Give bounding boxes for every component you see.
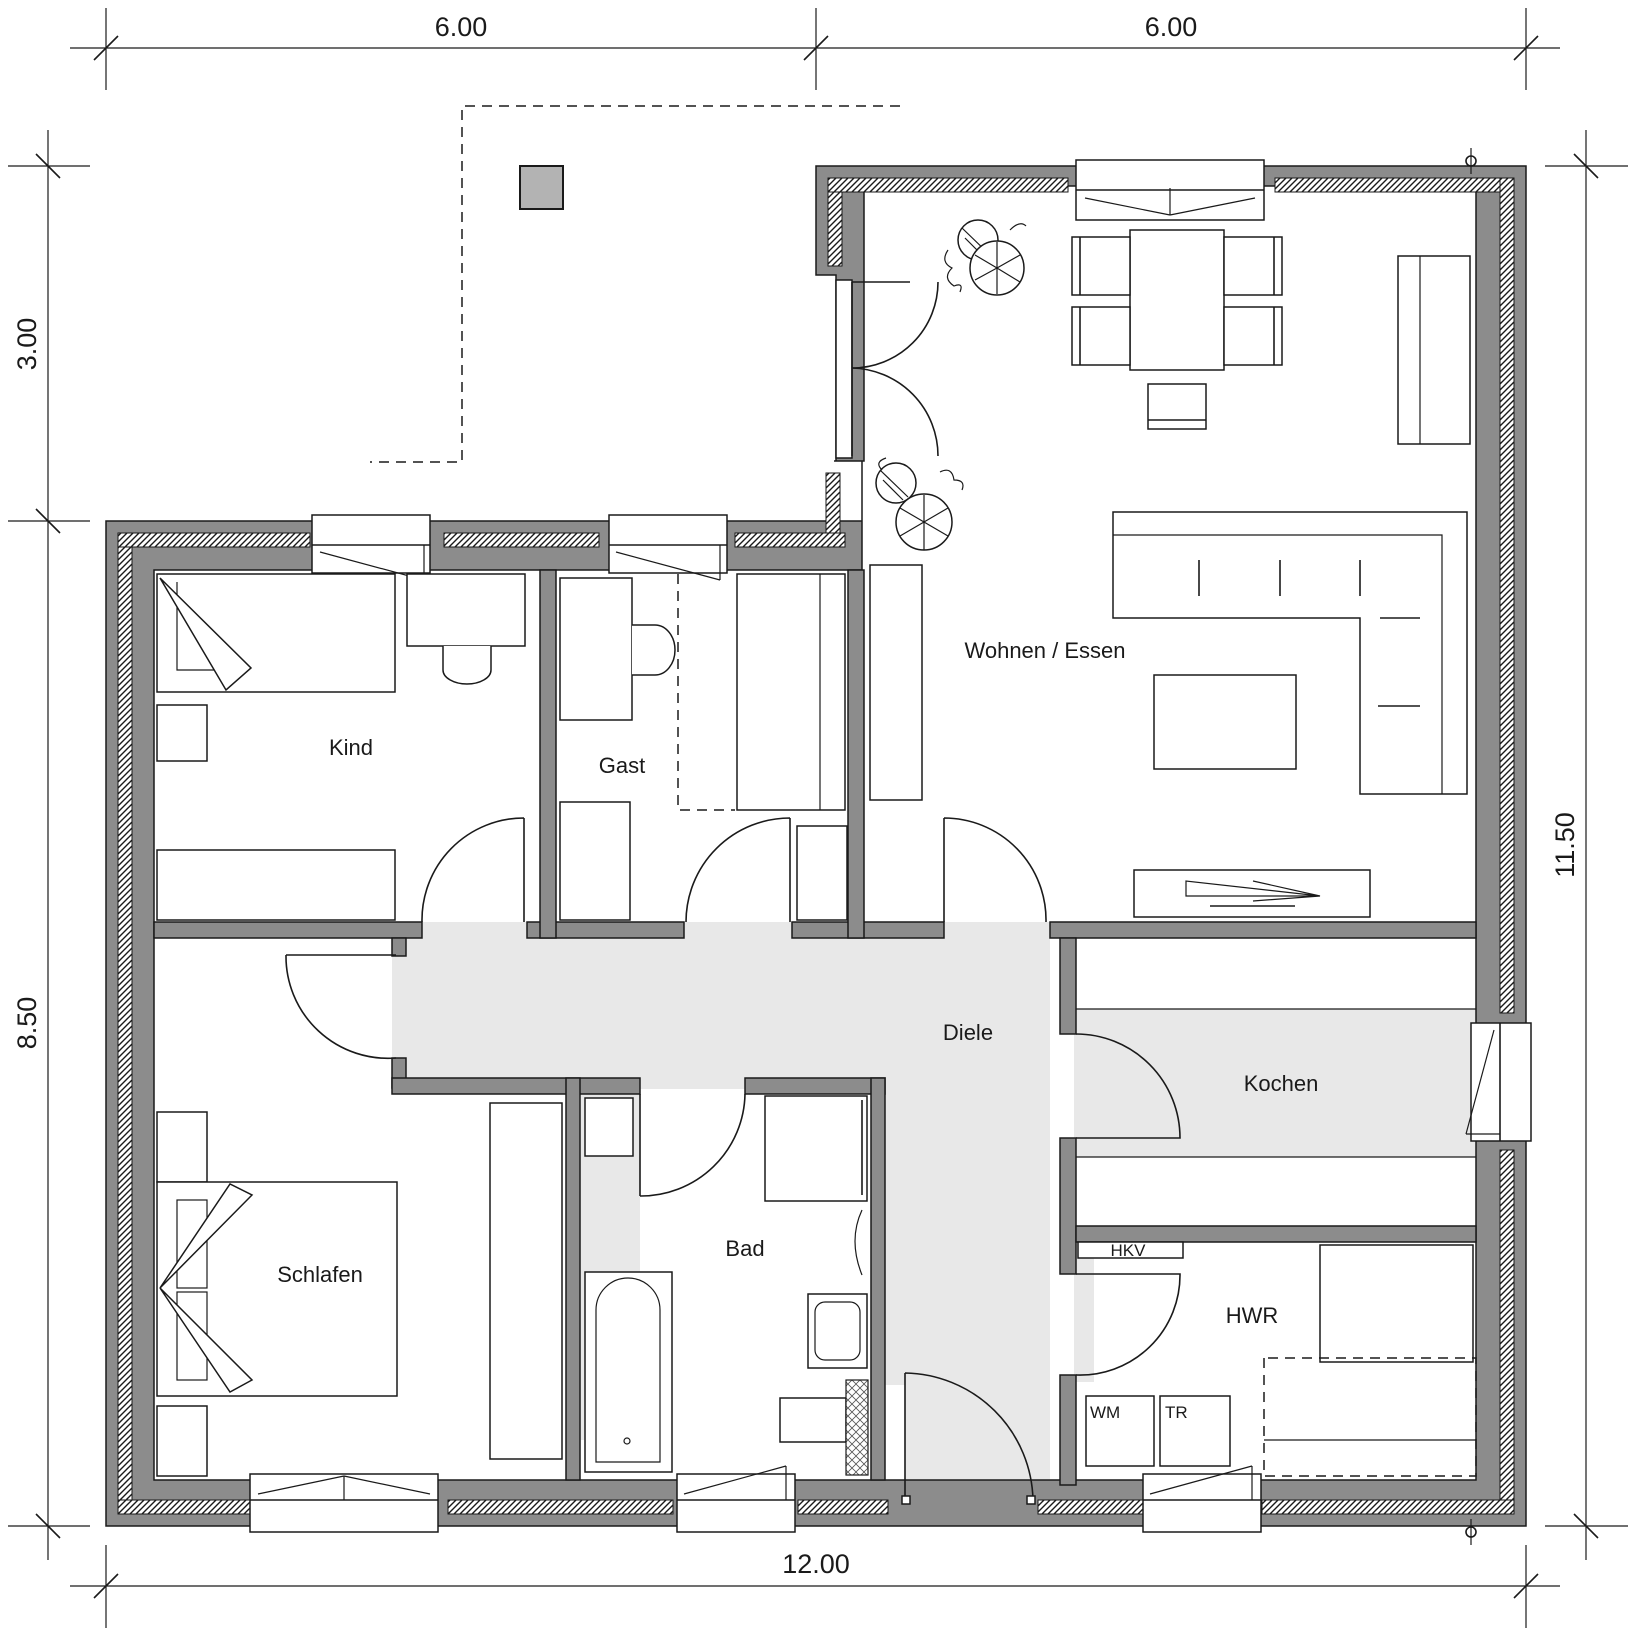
gast-chair — [632, 624, 676, 676]
wardrobe — [489, 1102, 563, 1460]
label-tr: TR — [1165, 1403, 1188, 1422]
room-label-schlafen: Schlafen — [277, 1262, 363, 1287]
terrace-outline — [370, 105, 900, 463]
bad-furniture — [584, 1095, 869, 1476]
sofa — [1112, 511, 1468, 795]
kind-desk — [406, 573, 526, 647]
window-wohnen-top — [1075, 159, 1265, 221]
sink — [807, 1293, 868, 1369]
room-label-hwr: HWR — [1226, 1303, 1279, 1328]
wohnen-furniture — [869, 219, 1471, 918]
hkv-box — [1077, 1241, 1184, 1259]
room-label-gast: Gast — [599, 753, 645, 778]
exterior-walls — [105, 165, 1527, 1527]
room-label-kochen: Kochen — [1244, 1071, 1319, 1096]
dimension-lines: 6.00 6.00 3.00 8.50 11.50 12.00 — [8, 8, 1628, 1628]
schlafen-furniture — [156, 1102, 563, 1477]
room-labels: Kind Gast Wohnen / Essen Diele Kochen Sc… — [277, 638, 1318, 1422]
room-label-diele: Diele — [943, 1020, 993, 1045]
plant-icon — [875, 457, 964, 551]
window-bad — [676, 1465, 796, 1533]
window-gast — [608, 514, 728, 581]
kind-nightstand — [156, 704, 208, 762]
dryer — [1159, 1395, 1231, 1467]
chimney — [519, 165, 564, 210]
kochen-furniture — [1076, 1008, 1476, 1158]
dimension-left-upper: 3.00 — [12, 318, 42, 371]
dimension-top-left: 6.00 — [435, 12, 488, 42]
gast-furniture — [559, 573, 848, 921]
windows — [249, 159, 1532, 1533]
dimension-bottom: 12.00 — [782, 1549, 850, 1579]
room-label-bad: Bad — [725, 1236, 764, 1261]
toilet — [779, 1397, 847, 1443]
interior-walls — [153, 569, 1477, 1486]
terrace-door — [835, 279, 939, 459]
dimension-right: 11.50 — [1550, 812, 1580, 878]
washing-machine — [1085, 1395, 1155, 1467]
axis-marker-icon — [1465, 148, 1477, 1545]
room-label-kind: Kind — [329, 735, 373, 760]
doors — [285, 817, 1181, 1505]
kind-furniture — [156, 573, 526, 921]
label-hkv: HKV — [1111, 1241, 1147, 1260]
schlafen-bed — [156, 1181, 398, 1397]
window-hwr — [1142, 1465, 1262, 1533]
plant-icon — [944, 219, 1027, 296]
dining-table — [1129, 229, 1225, 371]
hwr-furniture — [1077, 1241, 1477, 1477]
dimension-left-lower: 8.50 — [12, 997, 42, 1050]
kind-chair — [442, 646, 492, 685]
window-kind — [311, 514, 431, 581]
wohnen-cabinet — [869, 564, 923, 801]
sideboard — [1397, 255, 1471, 445]
room-label-wohnen: Wohnen / Essen — [964, 638, 1125, 663]
kind-shelf — [156, 849, 396, 921]
label-wm: WM — [1090, 1403, 1120, 1422]
tv-board — [1133, 869, 1371, 918]
gast-bed — [736, 573, 846, 811]
shower — [764, 1095, 868, 1202]
coffee-table — [1153, 674, 1297, 770]
window-kochen — [1465, 1022, 1532, 1142]
dimension-top-right: 6.00 — [1145, 12, 1198, 42]
window-schlafen — [249, 1473, 439, 1533]
